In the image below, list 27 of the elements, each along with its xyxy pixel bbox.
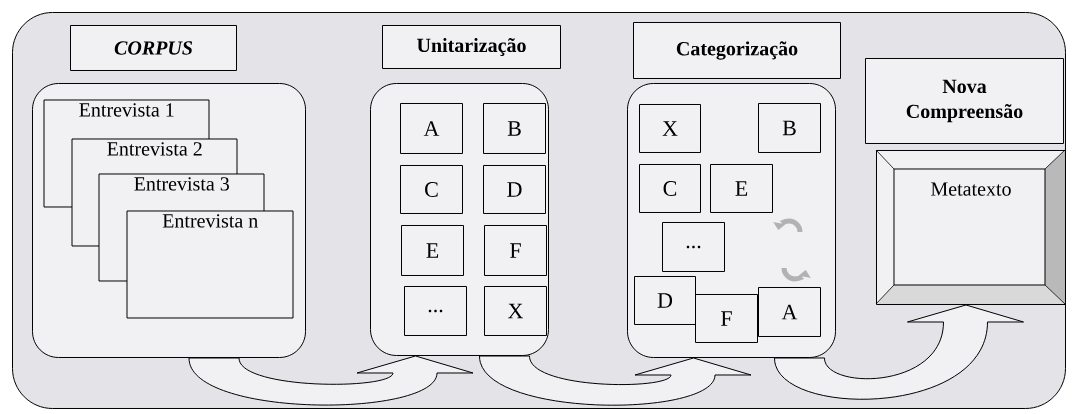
unit-box: B <box>758 103 821 153</box>
unit-box: D <box>634 276 696 325</box>
unit-box: E <box>401 225 464 276</box>
unit-box: ... <box>404 286 467 336</box>
unit-box: ... <box>662 222 725 272</box>
unit-box: D <box>483 165 546 214</box>
beveled-frame: Metatexto <box>875 149 1066 305</box>
unit-box: C <box>400 165 463 214</box>
curved-arrow <box>479 355 752 406</box>
unit-box: E <box>710 164 773 213</box>
unit-box: A <box>758 287 821 337</box>
title-box: Categorização <box>633 22 841 79</box>
unit-box: A <box>400 103 463 154</box>
unit-box: B <box>483 103 546 154</box>
title-box: Nova Compreensão <box>865 58 1064 144</box>
unit-box: F <box>695 294 758 343</box>
unit-box: F <box>484 225 547 276</box>
title-box: CORPUS <box>70 25 237 71</box>
sheet-title: Entrevista 1 <box>79 103 174 117</box>
unit-box: X <box>484 286 547 336</box>
sheet-title: Entrevista n <box>162 214 258 228</box>
title-box: Unitarização <box>382 25 561 69</box>
unit-box: C <box>639 164 701 213</box>
unit-box: X <box>639 104 701 153</box>
sheet-title: Entrevista 2 <box>107 142 202 156</box>
sheet-title: Entrevista 3 <box>134 177 229 191</box>
curved-arrow <box>188 355 474 406</box>
